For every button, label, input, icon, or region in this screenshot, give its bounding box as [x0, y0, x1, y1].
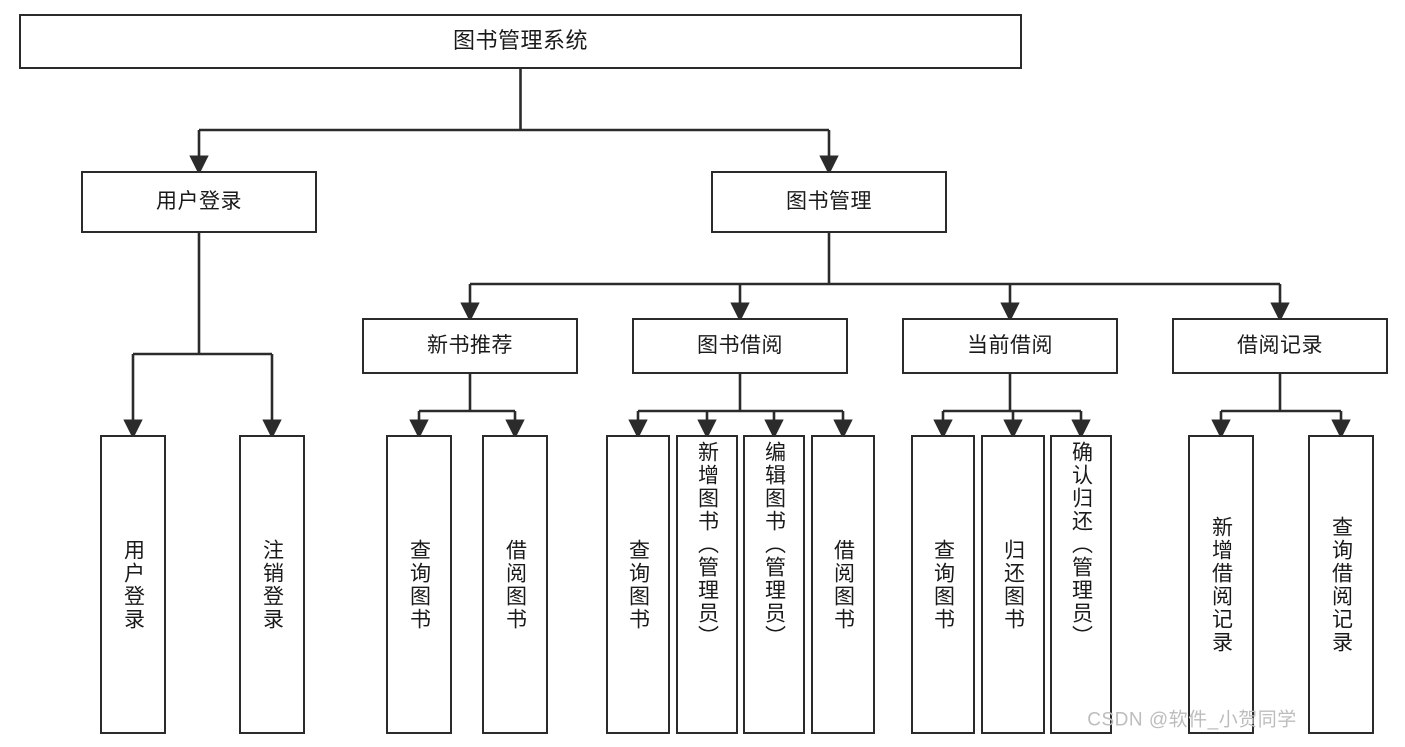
node-records[interactable]: 借阅记录 — [1172, 318, 1388, 374]
node-newbook[interactable]: 新书推荐 — [362, 318, 578, 374]
node-label: 借阅记录 — [1237, 334, 1323, 358]
node-l8[interactable]: 借阅图书 — [811, 435, 875, 734]
node-l12[interactable]: 新增借阅记录 — [1188, 435, 1254, 734]
node-label: 新书推荐 — [427, 334, 513, 358]
node-root[interactable]: 图书管理系统 — [19, 14, 1022, 69]
node-l6[interactable]: 新增图书（管理员） — [676, 435, 738, 734]
node-l1[interactable]: 用户登录 — [100, 435, 166, 734]
node-label: 查询图书 — [626, 538, 650, 631]
node-label: 归还图书 — [1001, 538, 1025, 631]
node-label: 当前借阅 — [967, 334, 1053, 358]
node-l3[interactable]: 查询图书 — [386, 435, 452, 734]
node-label: 查询图书 — [931, 538, 955, 631]
watermark: CSDN @软件_小贺同学 — [1087, 709, 1297, 731]
node-current[interactable]: 当前借阅 — [902, 318, 1118, 374]
node-label: 确认归还（管理员） — [1069, 441, 1093, 648]
node-l9[interactable]: 查询图书 — [911, 435, 975, 734]
node-l7[interactable]: 编辑图书（管理员） — [743, 435, 805, 734]
node-label: 编辑图书（管理员） — [762, 441, 786, 648]
node-label: 借阅图书 — [831, 538, 855, 631]
node-l2[interactable]: 注销登录 — [239, 435, 305, 734]
node-label: 借阅图书 — [503, 538, 527, 631]
node-bookmgmt[interactable]: 图书管理 — [711, 171, 947, 233]
node-label: 图书管理 — [786, 190, 872, 214]
node-label: 用户登录 — [156, 190, 242, 214]
node-label: 用户登录 — [121, 538, 145, 631]
node-l10[interactable]: 归还图书 — [981, 435, 1045, 734]
node-label: 新增借阅记录 — [1209, 515, 1233, 654]
node-label: 查询借阅记录 — [1329, 515, 1353, 654]
node-l13[interactable]: 查询借阅记录 — [1308, 435, 1374, 734]
node-l11[interactable]: 确认归还（管理员） — [1050, 435, 1112, 734]
node-label: 注销登录 — [260, 538, 284, 631]
node-label: 图书管理系统 — [452, 28, 588, 54]
node-label: 查询图书 — [407, 538, 431, 631]
node-l4[interactable]: 借阅图书 — [482, 435, 548, 734]
node-label: 新增图书（管理员） — [695, 441, 719, 648]
node-label: 图书借阅 — [697, 334, 783, 358]
node-login[interactable]: 用户登录 — [81, 171, 317, 233]
node-borrow[interactable]: 图书借阅 — [632, 318, 848, 374]
node-l5[interactable]: 查询图书 — [606, 435, 670, 734]
